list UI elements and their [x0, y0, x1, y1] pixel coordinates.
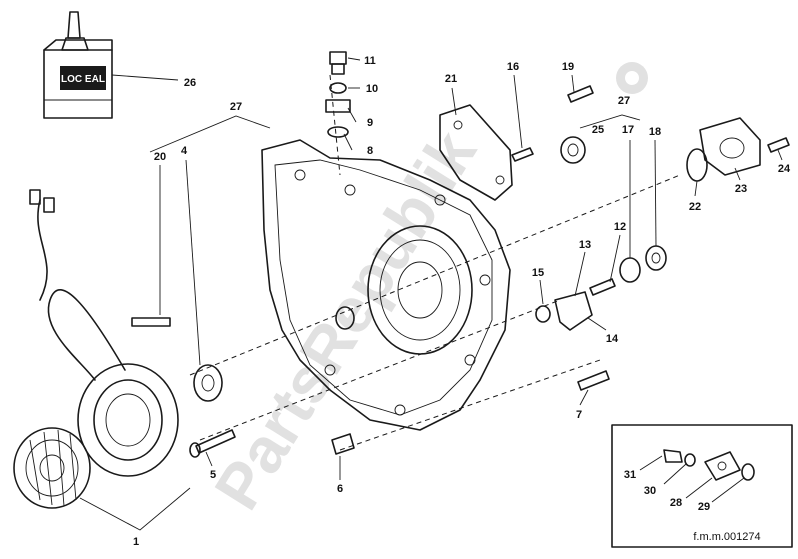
part-4-bearing — [193, 364, 223, 402]
drawing-reference: f.m.m.001274 — [693, 531, 760, 543]
callout-14: 14 — [606, 333, 619, 345]
callout-4: 4 — [181, 145, 188, 157]
part-5-screw — [189, 429, 236, 458]
part-19-screw — [567, 85, 594, 103]
callout-15: 15 — [532, 267, 544, 279]
callout-17: 17 — [622, 124, 634, 136]
watermark-text: PartsRepublik — [201, 118, 490, 521]
part-12-screw — [589, 278, 616, 296]
part-14-bracket — [554, 291, 593, 331]
part-20-key — [131, 317, 171, 327]
callout-22: 22 — [689, 201, 701, 213]
callout-19: 19 — [562, 61, 574, 73]
callout-10: 10 — [366, 83, 378, 95]
part-21-plate — [439, 104, 513, 201]
callout-18: 18 — [649, 126, 661, 138]
callout-27b: 27 — [618, 95, 630, 107]
watermark-gear-icon — [616, 62, 648, 94]
callout-8: 8 — [367, 145, 373, 157]
callout-20: 20 — [154, 151, 166, 163]
callout-12: 12 — [614, 221, 626, 233]
watermark: PartsRepublik — [201, 118, 490, 521]
side-cover-casting — [261, 139, 511, 431]
plug-stack — [325, 51, 351, 138]
callout-13: 13 — [579, 239, 591, 251]
callout-21: 21 — [445, 73, 457, 85]
callout-labels: 1 4 5 6 7 8 9 10 11 12 13 14 15 16 17 18… — [133, 55, 791, 548]
part-7-screw — [577, 370, 610, 391]
part-17-bushing — [619, 257, 641, 283]
callout-30: 30 — [644, 485, 656, 497]
inset-detail-box — [611, 424, 793, 548]
callout-24: 24 — [778, 163, 791, 175]
callout-29: 29 — [698, 501, 710, 513]
callout-23: 23 — [735, 183, 747, 195]
callout-26: 26 — [184, 77, 196, 89]
callout-27a: 27 — [230, 101, 242, 113]
part-15-bush — [535, 305, 551, 323]
part-6-dowel — [331, 433, 355, 455]
part-18-bearing — [645, 245, 667, 271]
part-25-seal — [560, 136, 586, 164]
sealant-bottle: LOC EAL — [43, 11, 113, 119]
callout-5: 5 — [210, 469, 216, 481]
stator-rotor-assembly — [13, 189, 179, 509]
callout-7: 7 — [576, 409, 582, 421]
callout-16: 16 — [507, 61, 519, 73]
part-16-screw — [511, 147, 534, 162]
callout-11: 11 — [364, 55, 376, 67]
part-23-flange — [699, 117, 761, 176]
callout-1: 1 — [133, 536, 139, 548]
sealant-label: LOC EAL — [61, 74, 105, 85]
leader-lines — [79, 57, 783, 531]
callout-6: 6 — [337, 483, 343, 495]
callout-25: 25 — [592, 124, 604, 136]
callout-31: 31 — [624, 469, 636, 481]
callout-28: 28 — [670, 497, 682, 509]
callout-9: 9 — [367, 117, 373, 129]
part-24-screw — [767, 137, 790, 153]
